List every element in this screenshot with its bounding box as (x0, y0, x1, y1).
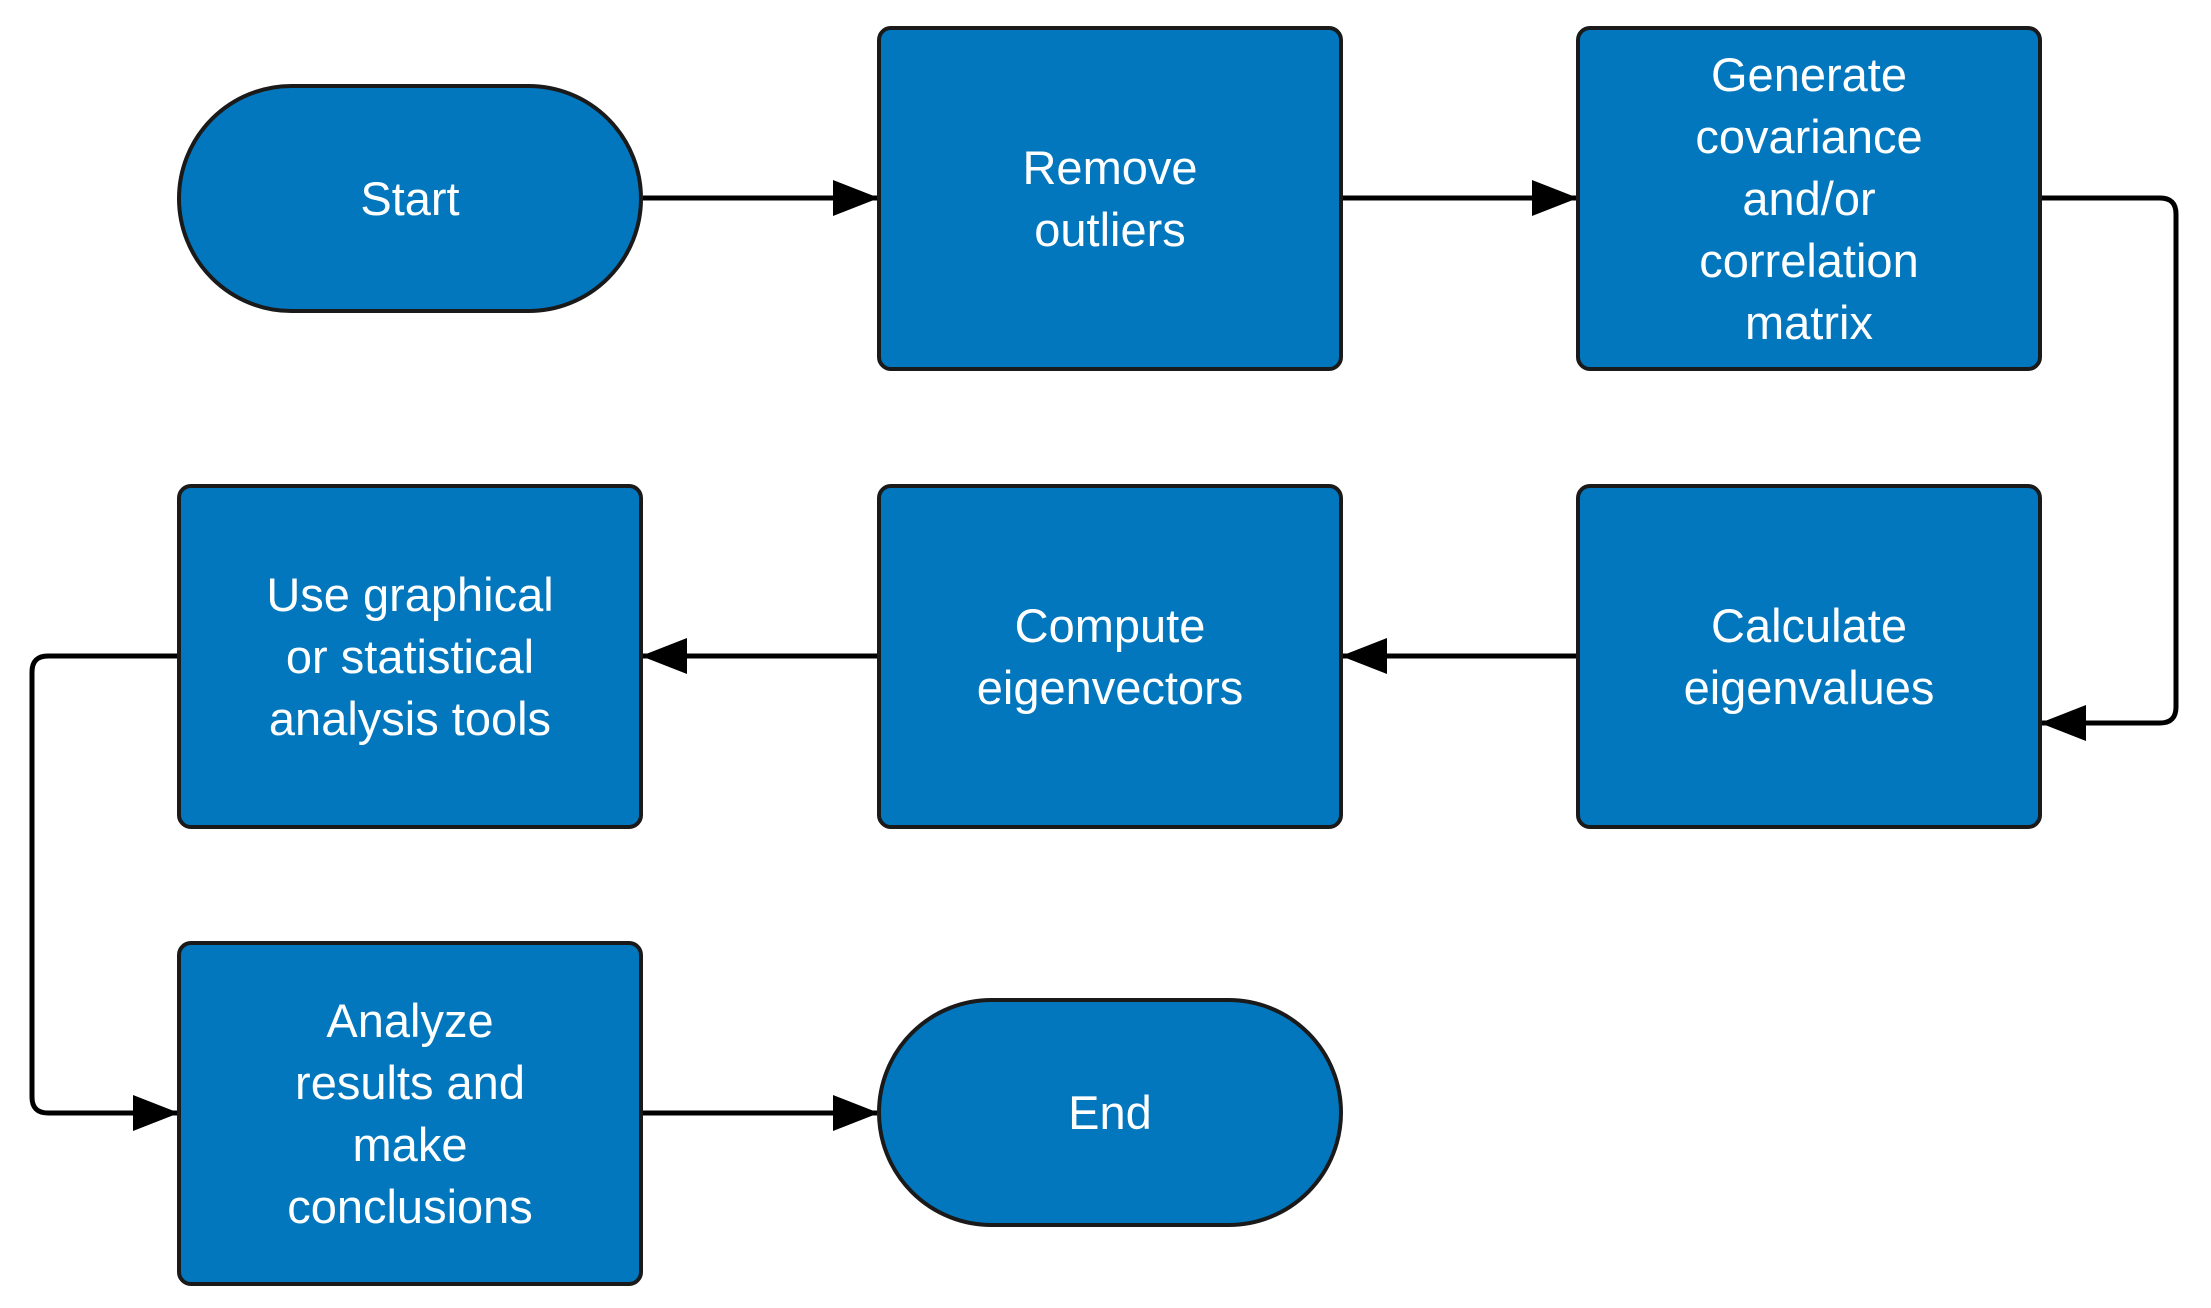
node-label-line: eigenvalues (1683, 660, 1935, 714)
node-label-line: eigenvectors (976, 660, 1244, 714)
node-label: Remove outliers (1022, 137, 1197, 261)
node-label-line: outliers (1034, 202, 1186, 256)
node-start: Start (177, 84, 643, 313)
node-analyze-results: Analyze results and make conclusions (177, 941, 643, 1286)
node-label-line: or statistical (285, 629, 535, 683)
node-generate-matrix: Generate covariance and/or correlation matri… (1576, 26, 2042, 371)
node-label-line: Remove (1022, 140, 1198, 194)
node-label-line: covariance (1695, 109, 1923, 163)
node-label-line: analysis tools (268, 691, 552, 745)
node-calculate-eigenvalues: Calculate eigenvalues (1576, 484, 2042, 829)
node-label-line: Generate (1711, 47, 1907, 101)
node-label-line: Analyze (326, 993, 494, 1047)
node-label-line: conclusions (287, 1179, 533, 1233)
node-label: End (1068, 1082, 1152, 1144)
node-label: Generate covariance and/or correlation matri… (1695, 44, 1922, 354)
node-label-line: make (352, 1117, 468, 1171)
node-label-line: and/or (1742, 171, 1876, 225)
node-label-line: End (1068, 1085, 1152, 1139)
arrow-generate-matrix-to-calculate-eigenvalues (2040, 195, 2179, 741)
node-compute-eigenvectors: Compute eigenvectors (877, 484, 1343, 829)
node-label-line: Compute (1014, 598, 1206, 652)
node-label-line: Start (360, 171, 460, 225)
node-label-line: Calculate (1711, 598, 1907, 652)
node-remove-outliers: Remove outliers (877, 26, 1343, 371)
node-label-line: results and (295, 1055, 525, 1109)
node-label: Start (360, 168, 459, 230)
node-label: Use graphical or statistical analysis tool… (266, 564, 553, 750)
node-label-line: Use graphical (266, 567, 554, 621)
node-label-line: matrix (1745, 295, 1873, 349)
node-label: Analyze results and make conclusions (287, 990, 533, 1238)
node-label-line: correlation (1699, 233, 1919, 287)
node-label: Calculate eigenvalues (1684, 595, 1935, 719)
node-label: Compute eigenvectors (977, 595, 1244, 719)
node-use-tools: Use graphical or statistical analysis tool… (177, 484, 643, 829)
node-end: End (877, 998, 1343, 1227)
arrow-use-tools-to-analyze-results (29, 653, 179, 1131)
